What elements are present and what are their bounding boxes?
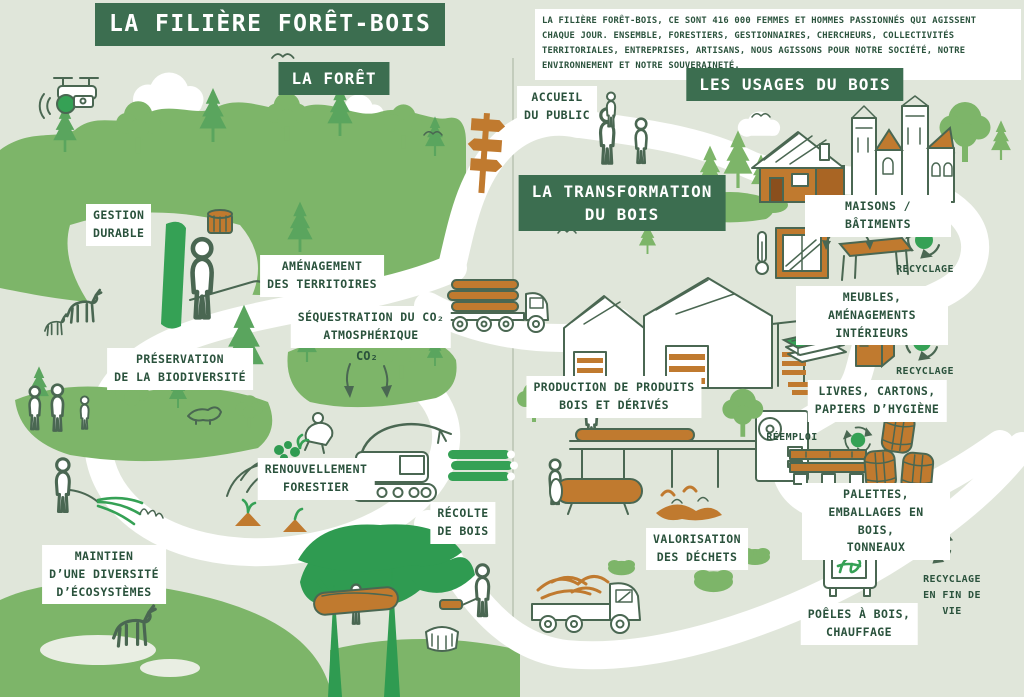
note-reemploi: RÉEMPLOI bbox=[766, 432, 818, 443]
insulation-icons: CO₂ bbox=[755, 211, 914, 281]
waste-truck bbox=[531, 575, 641, 634]
page-title: LA FILIÈRE FORÊT-BOIS bbox=[95, 3, 446, 47]
label-sequestration: SÉQUESTRATION DU CO₂ ATMOSPHÉRIQUE bbox=[290, 306, 452, 348]
label-renouvellement: RENOUVELLEMENT FORESTIER bbox=[257, 458, 375, 500]
section-forest: LA FORÊT bbox=[278, 62, 390, 96]
pallet-icon bbox=[789, 449, 867, 485]
label-recolte: RÉCOLTE DE BOIS bbox=[430, 502, 496, 544]
house-icon bbox=[751, 131, 845, 203]
note-recyclage-2: RECYCLAGE bbox=[896, 366, 954, 377]
label-poeles: POÊLES À BOIS, CHAUFFAGE bbox=[800, 603, 918, 645]
section-usages: LES USAGES DU BOIS bbox=[686, 68, 904, 102]
intro-text: LA FILIÈRE FORÊT-BOIS, CE SONT 416 000 F… bbox=[535, 9, 1021, 80]
label-maisons: MAISONS / BÂTIMENTS bbox=[805, 195, 951, 237]
label-valorisation: VALORISATION DES DÉCHETS bbox=[646, 528, 748, 570]
label-livres: LIVRES, CARTONS, PAPIERS D’HYGIÈNE bbox=[807, 380, 947, 422]
label-meubles: MEUBLES, AMÉNAGEMENTS INTÉRIEURS bbox=[796, 286, 948, 346]
note-recyclage-1: RECYCLAGE bbox=[896, 264, 954, 275]
label-accueil: ACCUEIL DU PUBLIC bbox=[517, 86, 597, 128]
signpost-icon bbox=[467, 112, 506, 194]
biodiversity-island bbox=[15, 366, 273, 462]
bottom-forest bbox=[0, 556, 520, 697]
label-gestion-durable: GESTION DURABLE bbox=[86, 204, 152, 246]
firefighter bbox=[54, 457, 164, 526]
label-preservation: PRÉSERVATION DE LA BIODIVERSITÉ bbox=[107, 348, 253, 390]
section-transformation: LA TRANSFORMATION DU BOIS bbox=[518, 175, 726, 232]
log-truck bbox=[447, 279, 549, 333]
co2-sequestration: CO₂ bbox=[344, 349, 392, 398]
label-production: PRODUCTION DE PRODUITS BOIS ET DÉRIVÉS bbox=[526, 376, 702, 418]
label-amenagement: AMÉNAGEMENT DES TERRITOIRES bbox=[260, 255, 384, 297]
label-maintien: MAINTIEN D’UNE DIVERSITÉ D’ÉCOSYSTÈMES bbox=[42, 545, 166, 605]
felling-scene bbox=[298, 524, 491, 697]
fawn-icon bbox=[43, 313, 68, 337]
svg-text:CO₂: CO₂ bbox=[356, 349, 378, 363]
planter bbox=[296, 412, 334, 454]
log-pile bbox=[207, 209, 233, 234]
drone-icon bbox=[38, 77, 99, 119]
cathedral-icon bbox=[851, 95, 956, 203]
note-recyclage-fin: RECYCLAGE EN FIN DE VIE bbox=[923, 574, 981, 617]
badger-icon bbox=[187, 406, 222, 425]
label-palettes: PALETTES, EMBALLAGES EN BOIS, TONNEAUX bbox=[802, 483, 950, 561]
barrels-icon bbox=[863, 411, 935, 494]
co2-island bbox=[287, 322, 457, 408]
